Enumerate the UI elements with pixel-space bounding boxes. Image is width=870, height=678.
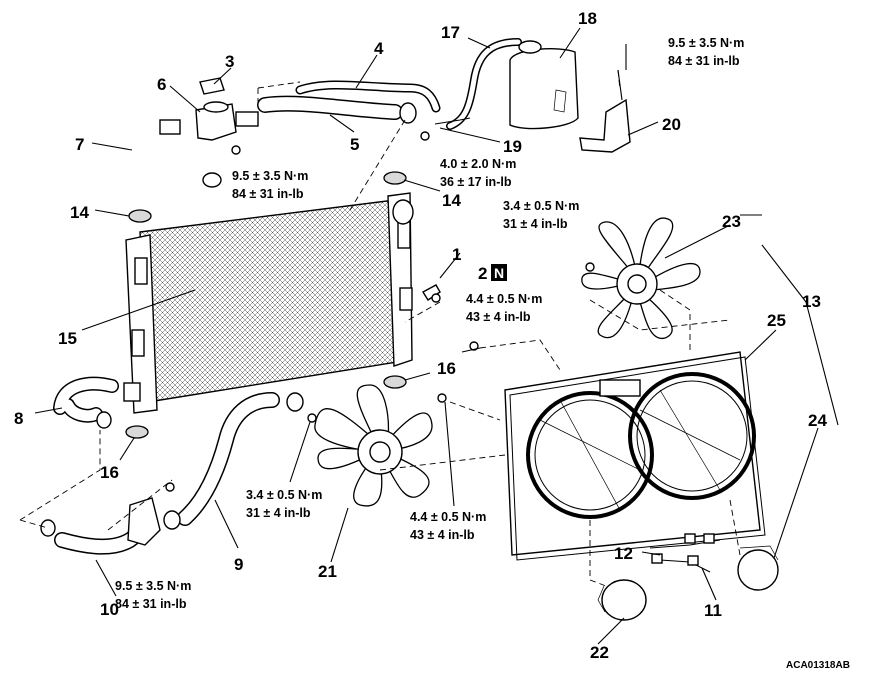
hoses bbox=[53, 38, 522, 555]
callout-16-right: 16 bbox=[437, 359, 456, 378]
callout-4: 4 bbox=[374, 39, 384, 58]
callout-labels: 1 2 N 3 4 5 6 7 8 9 10 11 12 13 14 14 15… bbox=[14, 9, 827, 662]
torque-spec-inlb: 84 ± 31 in-lb bbox=[115, 597, 187, 611]
callout-25: 25 bbox=[767, 311, 786, 330]
torque-spec-inlb: 43 ± 4 in-lb bbox=[410, 528, 475, 542]
clamp bbox=[163, 510, 181, 530]
bolt bbox=[437, 393, 447, 403]
bolt bbox=[307, 413, 317, 423]
clamp bbox=[286, 392, 304, 412]
callout-18: 18 bbox=[578, 9, 597, 28]
callout-16-left: 16 bbox=[100, 463, 119, 482]
leader-lines bbox=[34, 27, 839, 645]
bolt bbox=[585, 262, 595, 272]
fan-motor-24 bbox=[737, 545, 779, 591]
figure-code: ACA01318AB bbox=[786, 660, 850, 671]
torque-spec-nm: 4.4 ± 0.5 N·m bbox=[466, 292, 542, 306]
radiator-cap bbox=[199, 77, 225, 95]
radiator bbox=[123, 192, 414, 414]
reservoir-bracket bbox=[579, 69, 631, 153]
fan-shroud bbox=[504, 351, 766, 561]
callout-1: 1 bbox=[452, 245, 461, 264]
callout-7: 7 bbox=[75, 135, 84, 154]
bolt bbox=[431, 293, 441, 303]
callout-22: 22 bbox=[590, 643, 609, 662]
insulator bbox=[383, 375, 407, 389]
callout-15: 15 bbox=[58, 329, 77, 348]
bolt bbox=[165, 482, 175, 492]
callout-20: 20 bbox=[662, 115, 681, 134]
callout-14-right: 14 bbox=[442, 191, 461, 210]
clamp bbox=[40, 519, 56, 537]
torque-spec-inlb: 84 ± 31 in-lb bbox=[232, 187, 304, 201]
bolt bbox=[420, 131, 430, 141]
torque-spec-nm: 3.4 ± 0.5 N·m bbox=[503, 199, 579, 213]
callout-11: 11 bbox=[704, 601, 722, 620]
torque-spec-nm: 3.4 ± 0.5 N·m bbox=[246, 488, 322, 502]
torque-spec-nm: 9.5 ± 3.5 N·m bbox=[232, 169, 308, 183]
callout-2: 2 bbox=[478, 264, 487, 283]
fan-21 bbox=[314, 384, 433, 507]
clamp bbox=[399, 102, 417, 124]
callout-8: 8 bbox=[14, 409, 23, 428]
fan-motor-22 bbox=[597, 579, 647, 621]
small-parts bbox=[40, 77, 595, 546]
callout-19: 19 bbox=[503, 137, 522, 156]
clamp bbox=[202, 172, 222, 188]
torque-spec-nm: 9.5 ± 3.5 N·m bbox=[668, 36, 744, 50]
new-part-badge-letter: N bbox=[494, 265, 504, 281]
torque-spec-inlb: 43 ± 4 in-lb bbox=[466, 310, 531, 324]
bolt bbox=[231, 145, 241, 155]
callout-5: 5 bbox=[350, 135, 359, 154]
callout-17: 17 bbox=[441, 23, 460, 42]
torque-specs: 9.5 ± 3.5 N·m 84 ± 31 in-lb 9.5 ± 3.5 N·… bbox=[115, 36, 744, 611]
torque-spec-nm: 9.5 ± 3.5 N·m bbox=[115, 579, 191, 593]
callout-6: 6 bbox=[157, 75, 166, 94]
insulator bbox=[128, 209, 152, 223]
torque-spec-inlb: 31 ± 4 in-lb bbox=[503, 217, 568, 231]
assembly-lines bbox=[19, 69, 741, 587]
insulator bbox=[383, 171, 407, 185]
torque-spec-nm: 4.0 ± 2.0 N·m bbox=[440, 157, 516, 171]
torque-spec-nm: 4.4 ± 0.5 N·m bbox=[410, 510, 486, 524]
callout-9: 9 bbox=[234, 555, 243, 574]
callout-24: 24 bbox=[808, 411, 827, 430]
bolt bbox=[422, 284, 441, 301]
pipe-19 bbox=[434, 117, 471, 125]
outlet-fitting bbox=[127, 497, 161, 546]
reservoir-tank bbox=[509, 40, 579, 130]
torque-spec-inlb: 31 ± 4 in-lb bbox=[246, 506, 311, 520]
callout-21: 21 bbox=[318, 562, 337, 581]
torque-spec-inlb: 36 ± 17 in-lb bbox=[440, 175, 512, 189]
callout-13: 13 bbox=[802, 292, 821, 311]
fan-23 bbox=[581, 217, 701, 339]
new-part-badge bbox=[491, 264, 507, 281]
callout-12: 12 bbox=[614, 544, 633, 563]
callout-3: 3 bbox=[225, 52, 234, 71]
insulator bbox=[125, 425, 149, 439]
clamp bbox=[96, 411, 112, 429]
callout-10: 10 bbox=[100, 600, 119, 619]
bolt bbox=[469, 341, 479, 351]
callout-14-left: 14 bbox=[70, 203, 89, 222]
torque-spec-inlb: 84 ± 31 in-lb bbox=[668, 54, 740, 68]
callout-23: 23 bbox=[722, 212, 741, 231]
